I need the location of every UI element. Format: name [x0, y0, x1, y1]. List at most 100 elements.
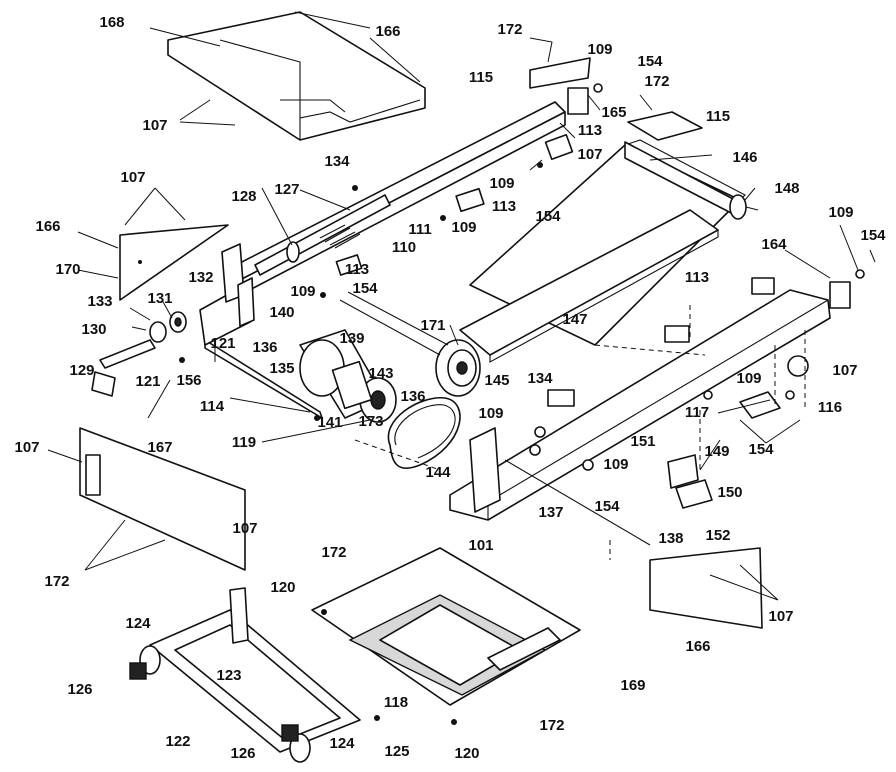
fasteners [179, 83, 865, 725]
callout-154: 154 [637, 53, 663, 70]
callout-170: 170 [55, 261, 80, 278]
callout-109: 109 [736, 370, 761, 387]
callout-146: 146 [732, 149, 757, 166]
callout-113: 113 [685, 269, 709, 286]
motor-part [299, 329, 397, 423]
callout-120: 120 [454, 745, 479, 762]
callout-134: 134 [324, 153, 350, 170]
front-panel-167 [79, 427, 246, 571]
callout-156: 156 [176, 372, 201, 389]
callout-169: 169 [620, 677, 645, 694]
callout-109: 109 [489, 175, 514, 192]
callout-107: 107 [577, 146, 602, 163]
callout-116: 116 [818, 399, 842, 416]
callout-115: 115 [706, 108, 730, 125]
callout-107: 107 [14, 439, 39, 456]
callout-172: 172 [321, 544, 346, 561]
callout-143: 143 [368, 365, 393, 382]
leader-lines [47, 11, 876, 601]
callout-145: 145 [484, 372, 509, 389]
callout-113: 113 [492, 198, 516, 215]
callout-154: 154 [748, 441, 774, 458]
callout-101: 101 [468, 537, 493, 554]
callout-118: 118 [384, 694, 408, 711]
callout-124: 124 [125, 615, 151, 632]
callout-172: 172 [44, 573, 69, 590]
callout-109: 109 [603, 456, 628, 473]
callout-126: 126 [230, 745, 255, 762]
bottom-frame [129, 587, 361, 763]
callout-164: 164 [761, 236, 787, 253]
callout-119: 119 [232, 434, 256, 451]
callout-109: 109 [451, 219, 476, 236]
callout-172: 172 [644, 73, 669, 90]
callout-130: 130 [81, 321, 106, 338]
callout-136: 136 [252, 339, 277, 356]
callout-107: 107 [142, 117, 167, 134]
callout-122: 122 [165, 733, 190, 750]
callout-109: 109 [290, 283, 315, 300]
callout-168: 168 [99, 14, 124, 31]
callout-107: 107 [832, 362, 857, 379]
callout-167: 167 [147, 439, 172, 456]
callout-110: 110 [392, 239, 416, 256]
callout-135: 135 [269, 360, 294, 377]
callout-172: 172 [539, 717, 564, 734]
callout-126: 126 [67, 681, 92, 698]
callout-109: 109 [828, 204, 853, 221]
callout-140: 140 [269, 304, 294, 321]
top-cover-part [167, 11, 426, 141]
callout-165: 165 [601, 104, 626, 121]
callout-labels: 168 166 107 172 109 154 115 172 165 115 … [14, 14, 886, 762]
callout-152: 152 [705, 527, 730, 544]
callout-132: 132 [188, 269, 213, 286]
small-blocks [335, 57, 851, 419]
callout-138: 138 [658, 530, 683, 547]
callout-141: 141 [317, 414, 342, 431]
assembly-guide-lines [354, 305, 806, 560]
callout-149: 149 [704, 443, 729, 460]
callout-154: 154 [535, 208, 561, 225]
callout-109: 109 [587, 41, 612, 58]
callout-128: 128 [231, 188, 256, 205]
callout-171: 171 [420, 317, 445, 334]
crank-handle [91, 311, 187, 397]
callout-150: 150 [717, 484, 742, 501]
callout-114: 114 [200, 398, 225, 415]
callout-139: 139 [339, 330, 364, 347]
callout-115: 115 [469, 69, 493, 86]
callout-147: 147 [562, 311, 587, 328]
callout-154: 154 [594, 498, 620, 515]
callout-123: 123 [216, 667, 241, 684]
callout-133: 133 [87, 293, 112, 310]
callout-166: 166 [35, 218, 60, 235]
callout-134: 134 [527, 370, 553, 387]
switch-assembly [667, 454, 713, 509]
callout-154: 154 [860, 227, 886, 244]
callout-121: 121 [135, 373, 160, 390]
base-tray [311, 547, 581, 706]
callout-113: 113 [345, 261, 369, 278]
callout-109: 109 [478, 405, 503, 422]
callout-120: 120 [270, 579, 295, 596]
callout-107: 107 [232, 520, 257, 537]
callout-127: 127 [274, 181, 299, 198]
callout-124: 124 [329, 735, 355, 752]
right-side-panel [649, 547, 763, 629]
callout-131: 131 [147, 290, 172, 307]
left-side-panel [119, 224, 229, 301]
callout-107: 107 [120, 169, 145, 186]
callout-111: 111 [408, 221, 431, 238]
callout-148: 148 [774, 180, 799, 197]
main-frame-rails [229, 101, 831, 521]
callout-172: 172 [497, 21, 522, 38]
left-bracket [199, 243, 255, 346]
drive-belt [387, 397, 461, 470]
callout-166: 166 [685, 638, 710, 655]
pulley-part [339, 291, 481, 397]
callout-166: 166 [375, 23, 400, 40]
callout-121: 121 [210, 335, 235, 352]
callout-137: 137 [538, 504, 563, 521]
callout-144: 144 [425, 464, 451, 481]
